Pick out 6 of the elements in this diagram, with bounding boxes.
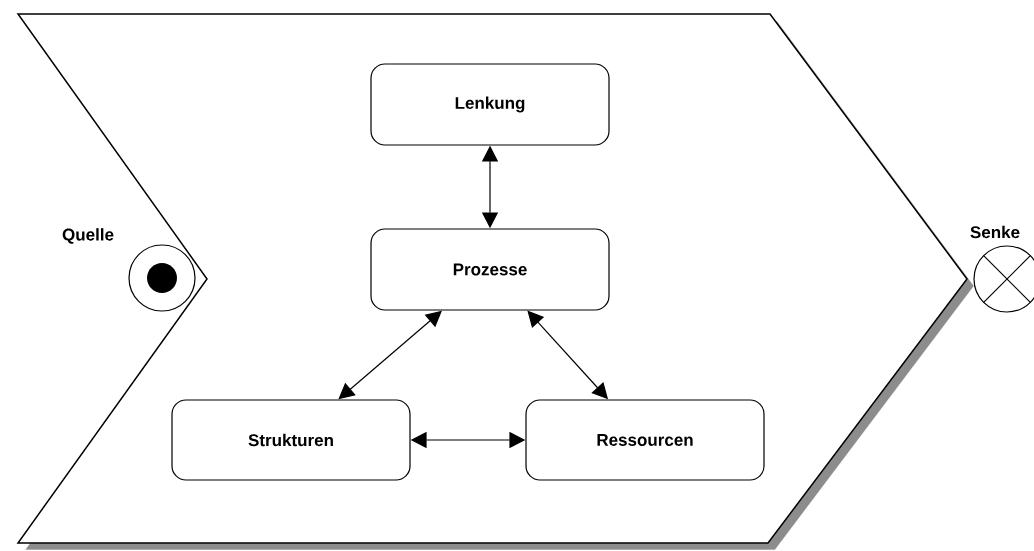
process-box: Prozesse [370, 228, 610, 311]
process-box: Ressourcen [525, 399, 765, 481]
process-box: Strukturen [171, 399, 411, 481]
node-label: Quelle [62, 228, 114, 244]
node-label: Senke [970, 225, 1020, 239]
process-box: Lenkung [370, 63, 610, 146]
